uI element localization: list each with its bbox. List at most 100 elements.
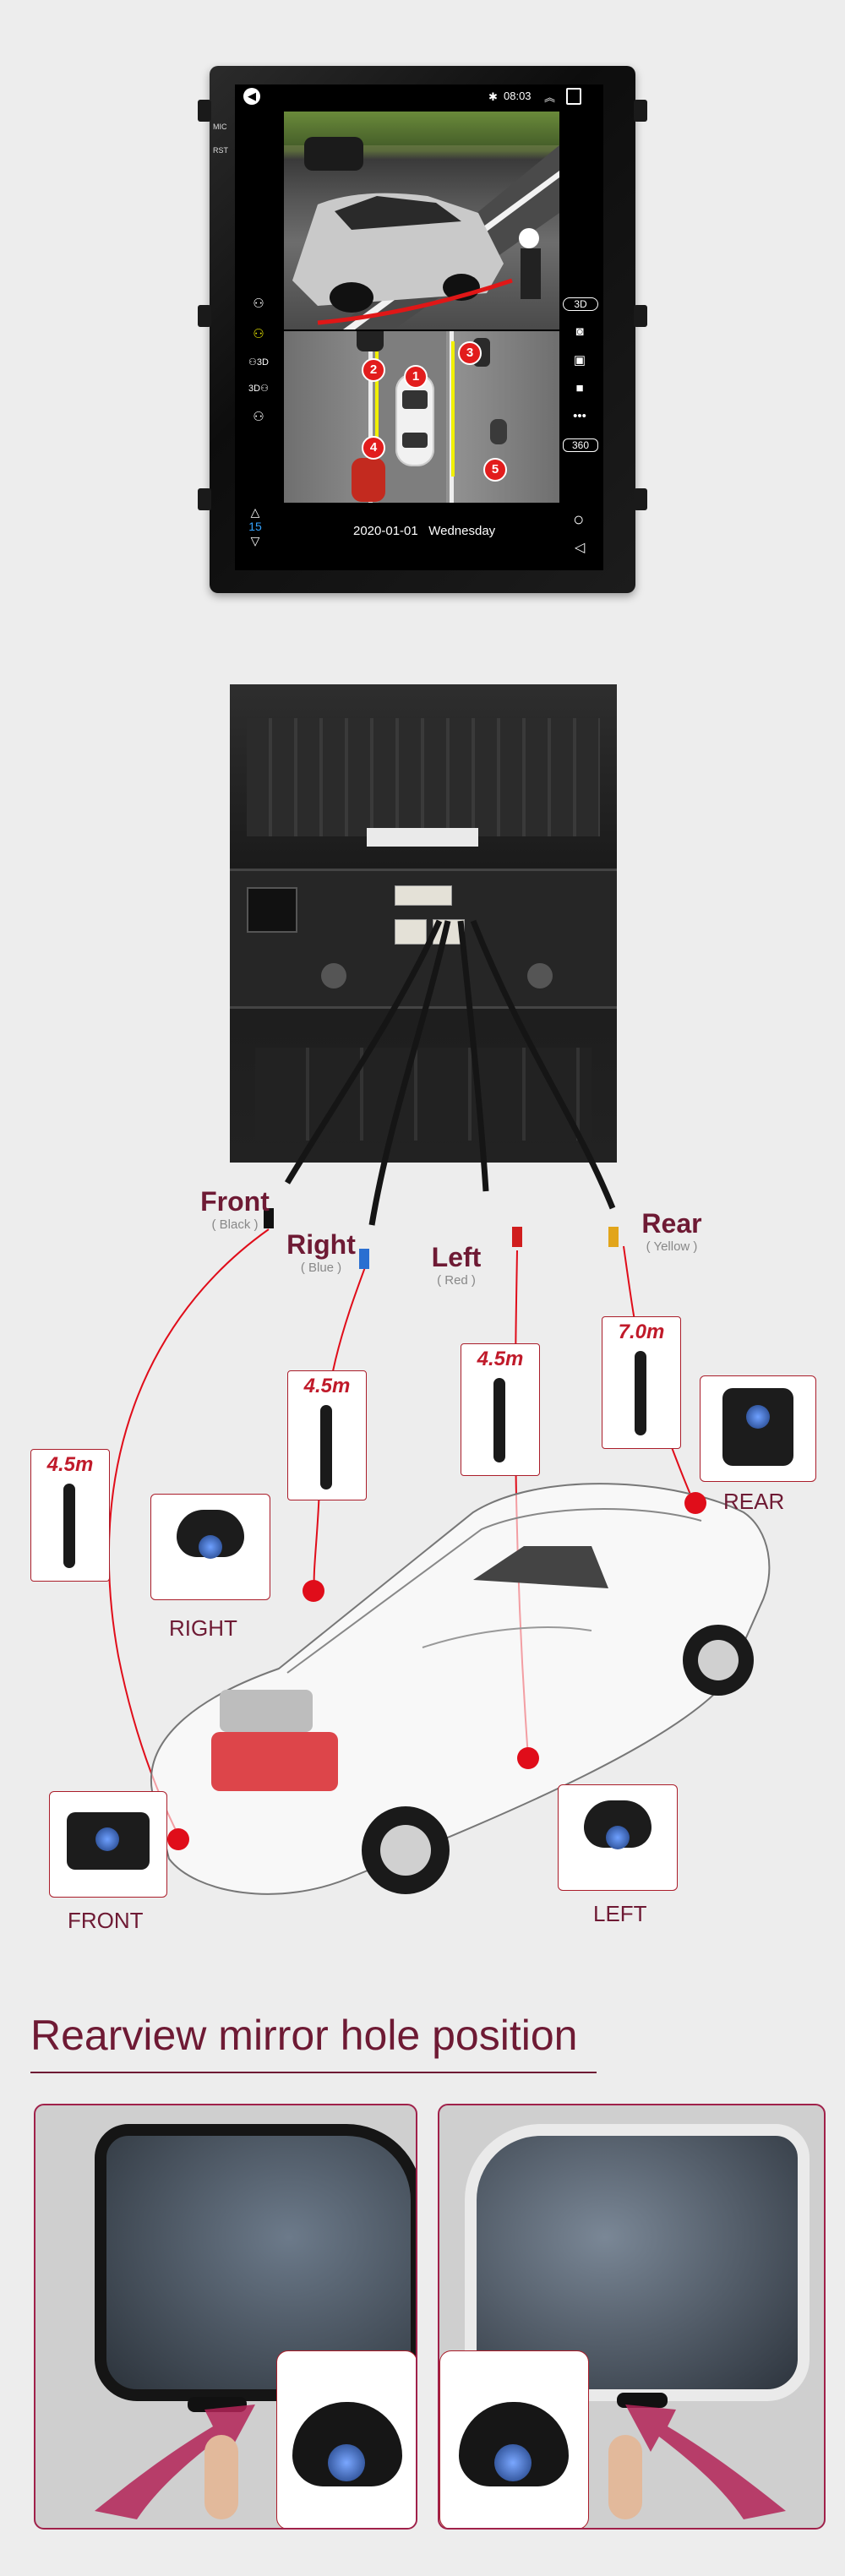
right-camera-card xyxy=(150,1494,270,1600)
3d-view-icon-2[interactable]: 3D⚇ xyxy=(248,384,269,394)
knob xyxy=(527,963,553,988)
front-cable-label: Front ( Black ) xyxy=(184,1186,286,1232)
pointer-arrow-icon xyxy=(95,2404,255,2519)
mirror-photo-right xyxy=(438,2104,826,2530)
right-cable-length: 4.5m xyxy=(303,1375,351,1397)
date-text: 2020-01-01 Wednesday xyxy=(353,524,496,538)
rear-cable xyxy=(470,919,616,1210)
lower-frame xyxy=(255,1048,592,1141)
lens-icon xyxy=(606,1826,630,1849)
knob xyxy=(321,963,346,988)
iso-connector xyxy=(247,887,297,933)
pedestrian-icon xyxy=(490,419,507,444)
camera-inset xyxy=(276,2350,416,2528)
right-tool-menu: 3D ◙ ▣ ■ ••• 360 xyxy=(563,297,600,452)
guide-line-left xyxy=(375,341,394,477)
section-title: Rearview mirror hole position xyxy=(30,2012,578,2059)
right-cable-name: Right xyxy=(286,1229,356,1260)
mount-bracket xyxy=(198,100,211,122)
nav-down-icon[interactable]: ▽ xyxy=(250,534,260,547)
title-underline xyxy=(30,2072,597,2073)
left-cable xyxy=(457,920,489,1192)
harness-connector xyxy=(395,885,452,906)
rear-cable-card: 7.0m xyxy=(602,1316,681,1449)
status-bar: ◀ ✱ 08:03 ︽ xyxy=(235,84,603,110)
right-camera-label: RIGHT xyxy=(169,1615,237,1641)
rear-camera-card xyxy=(700,1375,816,1482)
rear-cable-label: Rear ( Yellow ) xyxy=(625,1208,718,1254)
left-cable-name: Left xyxy=(431,1242,482,1272)
rear-camera-label: REAR xyxy=(723,1489,785,1514)
record-icon[interactable]: ▣ xyxy=(573,353,586,368)
lens-icon xyxy=(95,1827,119,1851)
video-icon[interactable]: ■ xyxy=(575,381,584,395)
left-camera-label: LEFT xyxy=(593,1901,647,1926)
front-cable-length: 4.5m xyxy=(46,1453,94,1476)
mount-bracket xyxy=(198,305,211,327)
mount-bracket xyxy=(198,488,211,510)
right-cable xyxy=(368,920,451,1226)
unit-back-panel xyxy=(230,684,617,1163)
lens-icon xyxy=(328,2444,365,2481)
3d-camera-view[interactable] xyxy=(284,112,559,329)
hand xyxy=(204,2435,238,2519)
parking-icon[interactable]: ⚇ xyxy=(253,327,264,341)
birds-eye-view[interactable]: 1 2 3 4 5 xyxy=(284,331,559,503)
right-cable-label: Right ( Blue ) xyxy=(279,1229,363,1275)
left-camera-card xyxy=(558,1784,678,1891)
road-scene xyxy=(292,137,559,329)
front-cable-name: Front xyxy=(200,1186,270,1217)
left-cable-card: 4.5m xyxy=(461,1343,540,1476)
camera-badge-4: 4 xyxy=(362,436,385,460)
mount-bracket xyxy=(634,305,647,327)
camera-icon[interactable]: ◙ xyxy=(575,324,584,339)
lens-icon xyxy=(494,2444,532,2481)
front-camera-card xyxy=(49,1791,167,1898)
lens-icon xyxy=(746,1405,770,1429)
nav-up-icon[interactable]: △ xyxy=(250,505,260,519)
3d-car-icon[interactable]: ⚇ xyxy=(253,297,264,311)
left-view-menu: ⚇ ⚇ ⚇3D 3D⚇ ⚇ xyxy=(242,296,275,424)
window-icon[interactable] xyxy=(566,88,581,105)
coiled-cable-icon xyxy=(320,1405,332,1490)
3d-view-icon[interactable]: ⚇3D xyxy=(248,357,269,368)
mirror-photo-left xyxy=(34,2104,417,2530)
mount-bracket xyxy=(634,488,647,510)
front-cable xyxy=(284,919,443,1185)
volume-nav: △ 15 ▽ xyxy=(245,505,265,548)
radar-icon[interactable]: ⚇ xyxy=(253,410,264,424)
rear-camera-dot xyxy=(684,1492,706,1514)
rear-cable-name: Rear xyxy=(641,1208,702,1239)
rear-cable-color: ( Yellow ) xyxy=(646,1239,698,1254)
lens-icon xyxy=(199,1535,222,1559)
date-bar: 2020-01-01 Wednesday ○ ◁ xyxy=(235,509,603,558)
left-cable-label: Left ( Red ) xyxy=(414,1242,499,1288)
expand-icon[interactable]: ︽ xyxy=(544,91,556,104)
nearby-car-icon xyxy=(357,331,384,351)
front-cable-color: ( Black ) xyxy=(211,1217,259,1232)
car-illustration xyxy=(150,1483,771,1895)
360-toggle-button[interactable]: 360 xyxy=(563,438,598,452)
nav-number: 15 xyxy=(248,520,262,533)
ego-car-icon xyxy=(395,373,434,466)
more-icon[interactable]: ••• xyxy=(573,409,586,423)
coiled-cable-icon xyxy=(493,1378,505,1462)
home-icon[interactable]: ○ xyxy=(573,509,585,530)
status-time: 08:03 xyxy=(504,90,532,102)
harness-connector xyxy=(395,919,427,945)
3d-toggle-button[interactable]: 3D xyxy=(563,297,598,311)
back-icon[interactable]: ◁ xyxy=(575,541,586,555)
right-camera-dot xyxy=(303,1580,324,1602)
front-camera-label: FRONT xyxy=(68,1908,144,1933)
left-camera-dot xyxy=(517,1747,539,1769)
camera-badge-1: 1 xyxy=(404,365,428,389)
head-unit: MIC RST ◀ ✱ 08:03 ︽ xyxy=(198,66,647,593)
hardware-labels: MIC RST xyxy=(213,115,228,162)
camera-badge-5: 5 xyxy=(483,458,507,482)
touch-screen[interactable]: ◀ ✱ 08:03 ︽ xyxy=(235,84,603,570)
right-cable-card: 4.5m xyxy=(287,1370,367,1500)
back-arrow-icon[interactable]: ◀ xyxy=(243,88,260,105)
camera-inset xyxy=(439,2350,589,2528)
lane-line xyxy=(368,331,373,503)
hand xyxy=(608,2435,642,2519)
